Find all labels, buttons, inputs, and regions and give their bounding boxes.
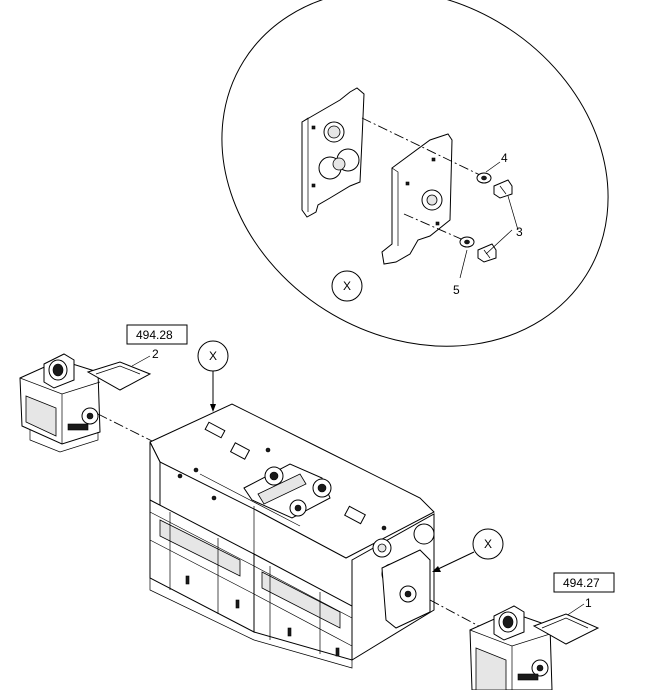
reference-box-494-27: 494.27 [553,572,615,593]
subassembly-right [469,605,600,690]
callout-2: 2 [152,347,159,361]
detail-left-plate [301,87,365,218]
bolt-upper [493,179,513,199]
washer-lower [459,236,475,248]
svg-text:X: X [484,537,492,551]
svg-text:494.27: 494.27 [563,576,600,590]
reference-box-494-28: 494.28 [126,324,188,345]
svg-text:494.28: 494.28 [136,328,173,342]
detail-marker-right: X [472,528,504,560]
washer-upper [476,172,492,184]
detail-right-plate [381,133,453,265]
callout-3: 3 [516,225,523,239]
callout-4: 4 [501,151,508,165]
svg-text:X: X [343,279,351,293]
detail-marker-ellipse: X [331,270,363,302]
svg-text:X: X [209,349,217,363]
subassembly-left [19,353,152,453]
callout-1: 1 [585,596,592,610]
detail-marker-top: X [197,340,229,372]
detail-view-ellipse [221,0,609,347]
main-frame [149,403,435,669]
callout-5: 5 [453,283,460,297]
